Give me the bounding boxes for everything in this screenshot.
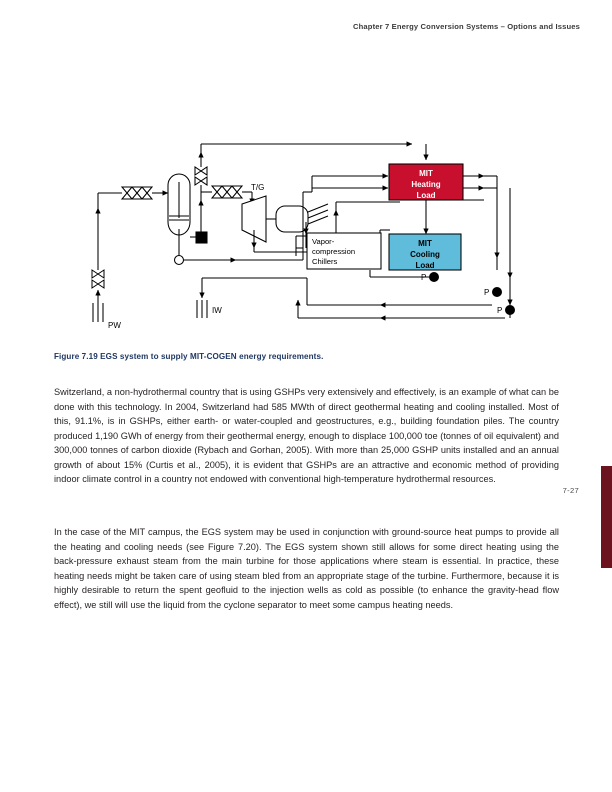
heating-load-line3: Load bbox=[416, 191, 435, 200]
turbine-inlet-valve bbox=[210, 185, 244, 199]
steam-main-valve bbox=[194, 166, 208, 186]
separator-inlet-valve bbox=[120, 186, 154, 200]
cooling-load-line2: Cooling bbox=[410, 250, 440, 259]
running-head: Chapter 7 Energy Conversion Systems – Op… bbox=[353, 22, 580, 31]
injection-well-label: IW bbox=[212, 306, 222, 315]
chillers-line3: Chillers bbox=[312, 257, 338, 266]
pw-valve bbox=[91, 269, 105, 289]
page-number: 7-27 bbox=[562, 486, 579, 495]
turbine-generator-label: T/G bbox=[251, 183, 264, 192]
mit-heating-load-box: MIT Heating Load bbox=[388, 163, 464, 201]
figure-caption: Figure 7.19 EGS system to supply MIT-COG… bbox=[54, 352, 324, 361]
chillers-line1: Vapor- bbox=[312, 237, 335, 246]
vapor-compression-chillers-box: Vapor- compression Chillers bbox=[306, 232, 382, 270]
chapter-edge-tab bbox=[601, 466, 612, 568]
cooling-load-line1: MIT bbox=[418, 239, 432, 248]
cooling-load-line3: Load bbox=[415, 261, 434, 270]
production-well-group bbox=[92, 289, 104, 322]
figure-egs-system: MIT Heating Load MIT Cooling Load bbox=[0, 130, 612, 345]
turbine-generator bbox=[241, 195, 329, 243]
chillers-line2: compression bbox=[312, 247, 355, 256]
body-paragraph-2: In the case of the MIT campus, the EGS s… bbox=[54, 527, 559, 610]
body-paragraph-1: Switzerland, a non-hydrothermal country … bbox=[54, 387, 559, 485]
cyclone-separator bbox=[167, 173, 191, 236]
pump-3-label: P bbox=[497, 306, 502, 315]
egs-process-flow-diagram: MIT Heating Load MIT Cooling Load bbox=[91, 141, 515, 330]
heating-load-line2: Heating bbox=[411, 180, 440, 189]
pump-2-group: P bbox=[484, 287, 502, 297]
injection-well-group bbox=[196, 277, 360, 318]
production-well-label: PW bbox=[108, 321, 121, 330]
pump-2-label: P bbox=[484, 288, 489, 297]
heating-load-line1: MIT bbox=[419, 169, 433, 178]
pump-3-group: P bbox=[497, 305, 515, 315]
mit-cooling-load-box: MIT Cooling Load bbox=[388, 233, 462, 271]
